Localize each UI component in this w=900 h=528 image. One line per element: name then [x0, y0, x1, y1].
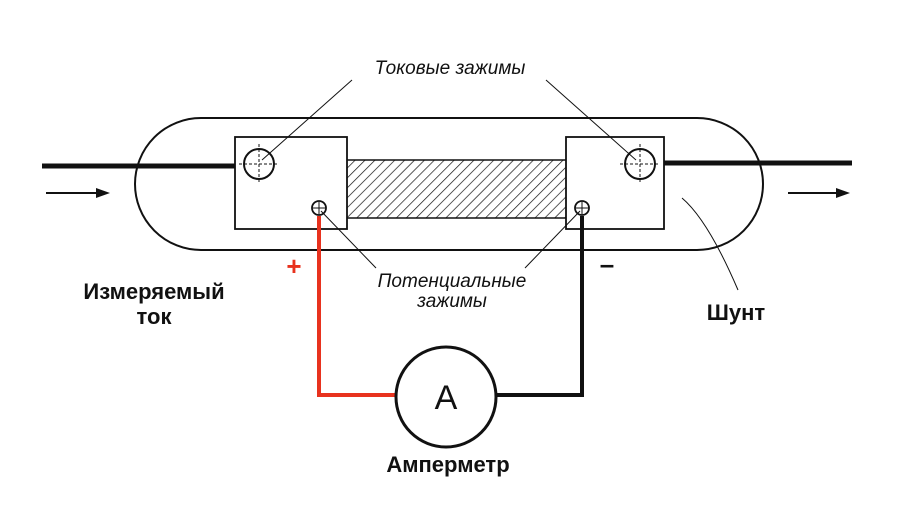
shunt-housing	[134, 117, 764, 251]
leader-current-left	[261, 79, 353, 161]
input-arrow-icon	[46, 188, 110, 198]
shunt-label: Шунт	[707, 300, 766, 325]
shunt-resistor	[345, 159, 569, 219]
ammeter-icon	[394, 345, 498, 449]
leader-potential-left	[320, 210, 377, 269]
plus-sign: +	[286, 251, 301, 281]
current-clamps-label: Токовые зажимы	[375, 58, 526, 79]
positive-wire	[317, 216, 396, 397]
ammeter-label: Амперметр	[386, 452, 509, 477]
potential-clamps-label-line1: Потенциальные	[378, 271, 527, 292]
leader-shunt	[681, 197, 739, 291]
minus-sign: –	[600, 249, 614, 279]
output-arrow-icon	[788, 188, 850, 198]
leader-potential-right	[524, 210, 581, 269]
measured-current-label-line2: ток	[137, 304, 173, 329]
leader-current-right	[545, 79, 637, 161]
right-potential-terminal-icon	[574, 200, 590, 216]
potential-clamps-label-line2: зажимы	[416, 291, 487, 312]
negative-wire	[497, 216, 584, 397]
ammeter-symbol: A	[435, 379, 458, 417]
measured-current-label-line1: Измеряемый	[83, 279, 224, 304]
left-potential-terminal-icon	[311, 200, 327, 216]
